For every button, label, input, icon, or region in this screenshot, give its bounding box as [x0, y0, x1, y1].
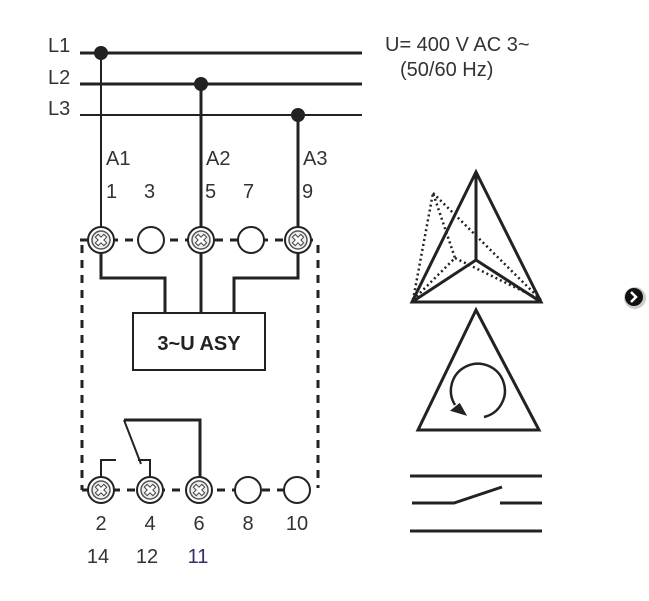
empty-terminal	[137, 226, 165, 254]
screw-terminal	[185, 476, 213, 504]
voltage-label: U= 400 V AC 3~	[385, 34, 530, 56]
phase-sequence-icon	[415, 306, 542, 432]
terminal-number: 3	[144, 181, 155, 203]
switch-contact-icon	[410, 474, 542, 533]
label-a2: A2	[206, 148, 230, 170]
module-box	[132, 312, 266, 371]
next-button[interactable]	[624, 287, 646, 309]
screw-terminal	[136, 476, 164, 504]
terminal-number: 7	[243, 181, 254, 203]
screw-terminal	[187, 226, 215, 254]
terminal-number: 6	[193, 513, 204, 535]
module-label: 3~U ASY	[157, 333, 241, 355]
screw-terminal	[87, 226, 115, 254]
empty-terminal	[237, 226, 265, 254]
terminal-number: 4	[144, 513, 155, 535]
label-l2: L2	[48, 67, 70, 89]
terminal-number: 5	[205, 181, 216, 203]
terminal-number: 10	[286, 513, 308, 535]
supply-lines	[80, 46, 362, 228]
terminal-number: 1	[106, 181, 117, 203]
screw-terminal	[284, 226, 312, 254]
contact-number: 12	[136, 546, 158, 568]
contact-number: 11	[188, 546, 209, 568]
label-l3: L3	[48, 98, 70, 120]
asymmetry-symbol-icon	[409, 168, 544, 304]
terminal-number: 9	[302, 181, 313, 203]
screw-terminal	[87, 476, 115, 504]
chevron-right-icon	[630, 291, 638, 303]
terminal-number: 2	[95, 513, 106, 535]
label-a1: A1	[106, 148, 130, 170]
label-l1: L1	[48, 35, 70, 57]
frequency-label: (50/60 Hz)	[400, 59, 493, 81]
empty-terminal	[234, 476, 262, 504]
label-a3: A3	[303, 148, 327, 170]
terminal-number: 8	[242, 513, 253, 535]
empty-terminal	[283, 476, 311, 504]
contact-number: 14	[87, 546, 109, 568]
